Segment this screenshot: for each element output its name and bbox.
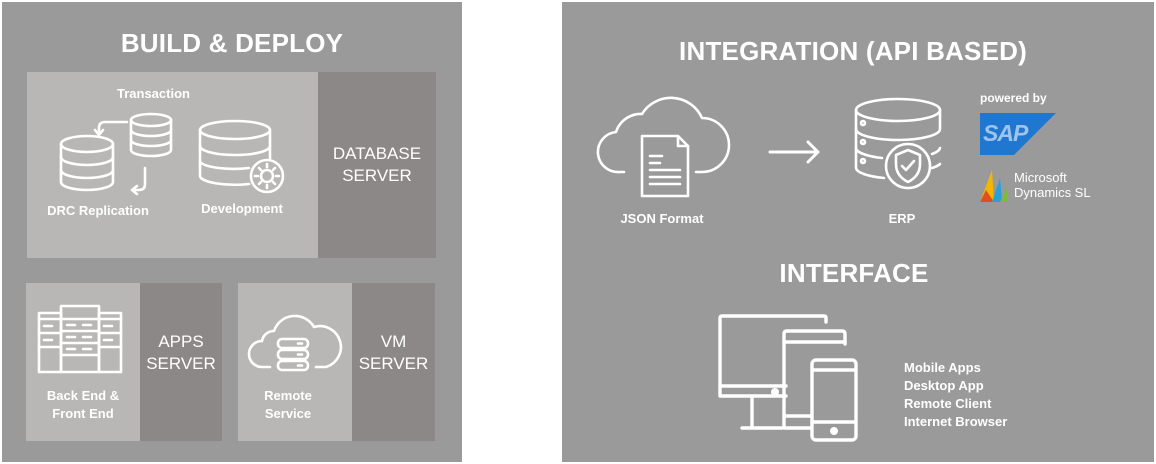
vm-server-label-line2: SERVER	[358, 354, 429, 373]
database-replication-icon	[59, 112, 173, 196]
interface-item: Desktop App	[904, 378, 984, 393]
database-server-label-line2: SERVER	[342, 166, 412, 185]
development-label: Development	[201, 201, 283, 216]
microsoft-dynamics-logo-icon	[980, 170, 1008, 202]
interface-item: Internet Browser	[904, 414, 1008, 429]
remote-service-line1: Remote	[264, 388, 312, 403]
ms-dynamics-line2: Dynamics SL	[1014, 185, 1091, 200]
database-gear-icon	[198, 119, 285, 194]
drc-replication-label: DRC Replication	[47, 203, 149, 218]
apps-server-label-line1: APPS	[158, 332, 204, 351]
devices-icon	[718, 314, 858, 442]
interface-title: INTERFACE	[779, 258, 929, 288]
database-shield-icon	[854, 97, 942, 190]
erp-label: ERP	[888, 211, 916, 226]
json-format-label: JSON Format	[620, 211, 704, 226]
server-rack-icon	[37, 304, 123, 374]
transaction-label: Transaction	[117, 86, 190, 101]
powered-by-label: powered by	[980, 91, 1047, 105]
integration-panel: INTEGRATION (API BASED) JSON Format ERP …	[562, 2, 1154, 462]
database-server-label: DATABASE SERVER	[318, 72, 436, 258]
database-server-content: Transaction	[27, 72, 318, 258]
backend-frontend-line1: Back End &	[46, 388, 120, 403]
build-deploy-panel: BUILD & DEPLOY Transaction	[2, 2, 462, 462]
vm-server-label: VM SERVER	[352, 283, 435, 441]
build-deploy-title: BUILD & DEPLOY	[120, 28, 344, 58]
cloud-document-icon	[596, 96, 731, 198]
database-server-label-line1: DATABASE	[332, 144, 422, 163]
sap-logo-text: SAP	[983, 120, 1028, 146]
integration-title: INTEGRATION (API BASED)	[679, 36, 1027, 66]
backend-frontend-label: Back End & Front End	[26, 387, 140, 423]
cloud-server-icon	[247, 314, 343, 372]
vm-server-label-line1: VM	[380, 332, 407, 351]
apps-server-content: Back End & Front End	[26, 283, 140, 441]
ms-dynamics-line1: Microsoft	[1014, 170, 1067, 185]
remote-service-line2: Service	[264, 406, 312, 421]
backend-frontend-line2: Front End	[52, 406, 114, 421]
interface-item: Mobile Apps	[904, 360, 981, 375]
sap-logo-shape	[980, 113, 1056, 155]
sap-logo: SAP	[980, 113, 1056, 155]
interface-list: Mobile Apps Desktop App Remote Client In…	[904, 359, 1007, 431]
arrow-right-icon	[768, 140, 820, 164]
apps-server-label-line2: SERVER	[146, 354, 216, 373]
interface-item: Remote Client	[904, 396, 992, 411]
apps-server-label: APPS SERVER	[140, 283, 222, 441]
